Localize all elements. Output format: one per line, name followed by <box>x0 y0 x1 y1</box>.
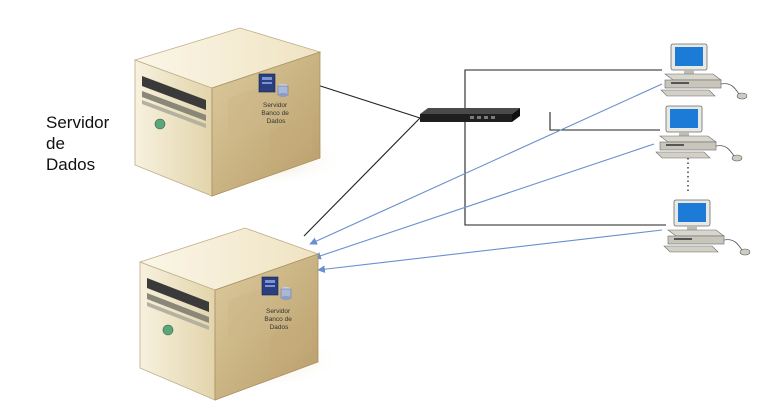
server-2-icon-label: Servidor Banco de Dados <box>264 308 293 331</box>
keyboard <box>660 89 716 97</box>
server-2-icon-label-line-1: Servidor <box>266 308 291 315</box>
server-2-drive-bay-3 <box>147 302 209 330</box>
case-top <box>664 73 722 81</box>
database-server-icon <box>261 276 292 300</box>
arrow-client1-server2 <box>309 83 663 245</box>
cable-server2-switch <box>303 117 421 237</box>
switch-side <box>512 108 520 122</box>
monitor-stand <box>684 70 694 74</box>
server-1-icon-label-line-3: Dados <box>267 118 287 125</box>
case-drive <box>674 238 692 240</box>
switch-port-3 <box>484 116 488 119</box>
desktop-computer-icon[interactable] <box>663 199 751 256</box>
server-1-power-led <box>154 118 166 130</box>
cable-server1-switch <box>307 81 421 119</box>
mouse <box>739 248 751 256</box>
server-1-icon-label: Servidor Banco de Dados <box>261 102 290 125</box>
database-server-1[interactable]: Servidor Banco de Dados <box>133 27 345 197</box>
desktop-computer-icon[interactable] <box>655 105 743 162</box>
server-2-side <box>214 253 319 401</box>
server-2-power-led <box>162 324 174 336</box>
mouse <box>736 92 748 100</box>
server-heading: Servidor de Dados <box>46 112 109 175</box>
server-2-drive-bay-2 <box>147 293 209 323</box>
server-heading-line-1: Servidor <box>46 113 110 132</box>
keyboard <box>655 151 711 159</box>
monitor-stand <box>687 226 697 230</box>
cable-switch-top-client <box>464 69 662 112</box>
mouse-cable <box>723 239 743 251</box>
server-heading-line-2: de <box>46 134 65 153</box>
server-1-icon-label-line-1: Servidor <box>263 102 288 109</box>
server-2-texture-a <box>228 286 270 338</box>
server-2-texture-b <box>270 320 312 366</box>
cable-switch-bottom-client <box>464 122 666 226</box>
server-1-icon-label-line-2: Banco de <box>261 110 289 117</box>
lan-cabling <box>303 69 666 237</box>
mouse-cable <box>715 145 735 157</box>
server-2-drive-bay-1 <box>147 278 209 312</box>
cable-switch-mid-client <box>549 112 660 131</box>
arrow-client3-server2 <box>317 229 663 274</box>
arrow-client2-server2 <box>313 143 655 260</box>
keyboard <box>663 245 719 253</box>
desktop-computer-icon[interactable] <box>660 43 748 100</box>
case-top <box>667 229 725 237</box>
server-1-side <box>211 51 321 197</box>
server-1-texture-b <box>270 116 312 164</box>
monitor-screen <box>678 203 706 222</box>
case-drive <box>666 144 684 146</box>
case-top <box>659 135 717 143</box>
server-2-icon-label-line-3: Dados <box>270 324 290 331</box>
case-drive <box>671 82 689 84</box>
server-1-drive-bay-2 <box>142 91 206 121</box>
mouse-cable <box>720 83 740 95</box>
switch-port-1 <box>470 116 474 119</box>
server-1-drive-bay-3 <box>142 100 206 128</box>
switch-front <box>420 114 512 122</box>
client-workstations <box>655 43 751 256</box>
switch-top <box>420 108 520 114</box>
database-server-2[interactable]: Servidor Banco de Dados <box>138 227 340 401</box>
switch-port-4 <box>491 116 495 119</box>
monitor-screen <box>675 47 703 66</box>
server-1-drive-bay-1 <box>142 76 206 110</box>
client-to-server-arrows <box>309 83 663 274</box>
server-heading-line-3: Dados <box>46 155 96 174</box>
switch-port-2 <box>477 116 481 119</box>
monitor-screen <box>670 109 698 128</box>
server-1-texture-a <box>228 84 270 136</box>
monitor-stand <box>679 132 689 136</box>
server-2-icon-label-line-2: Banco de <box>264 316 292 323</box>
mouse <box>731 154 743 162</box>
network-switch-icon[interactable] <box>420 108 520 122</box>
database-server-icon <box>258 73 289 97</box>
